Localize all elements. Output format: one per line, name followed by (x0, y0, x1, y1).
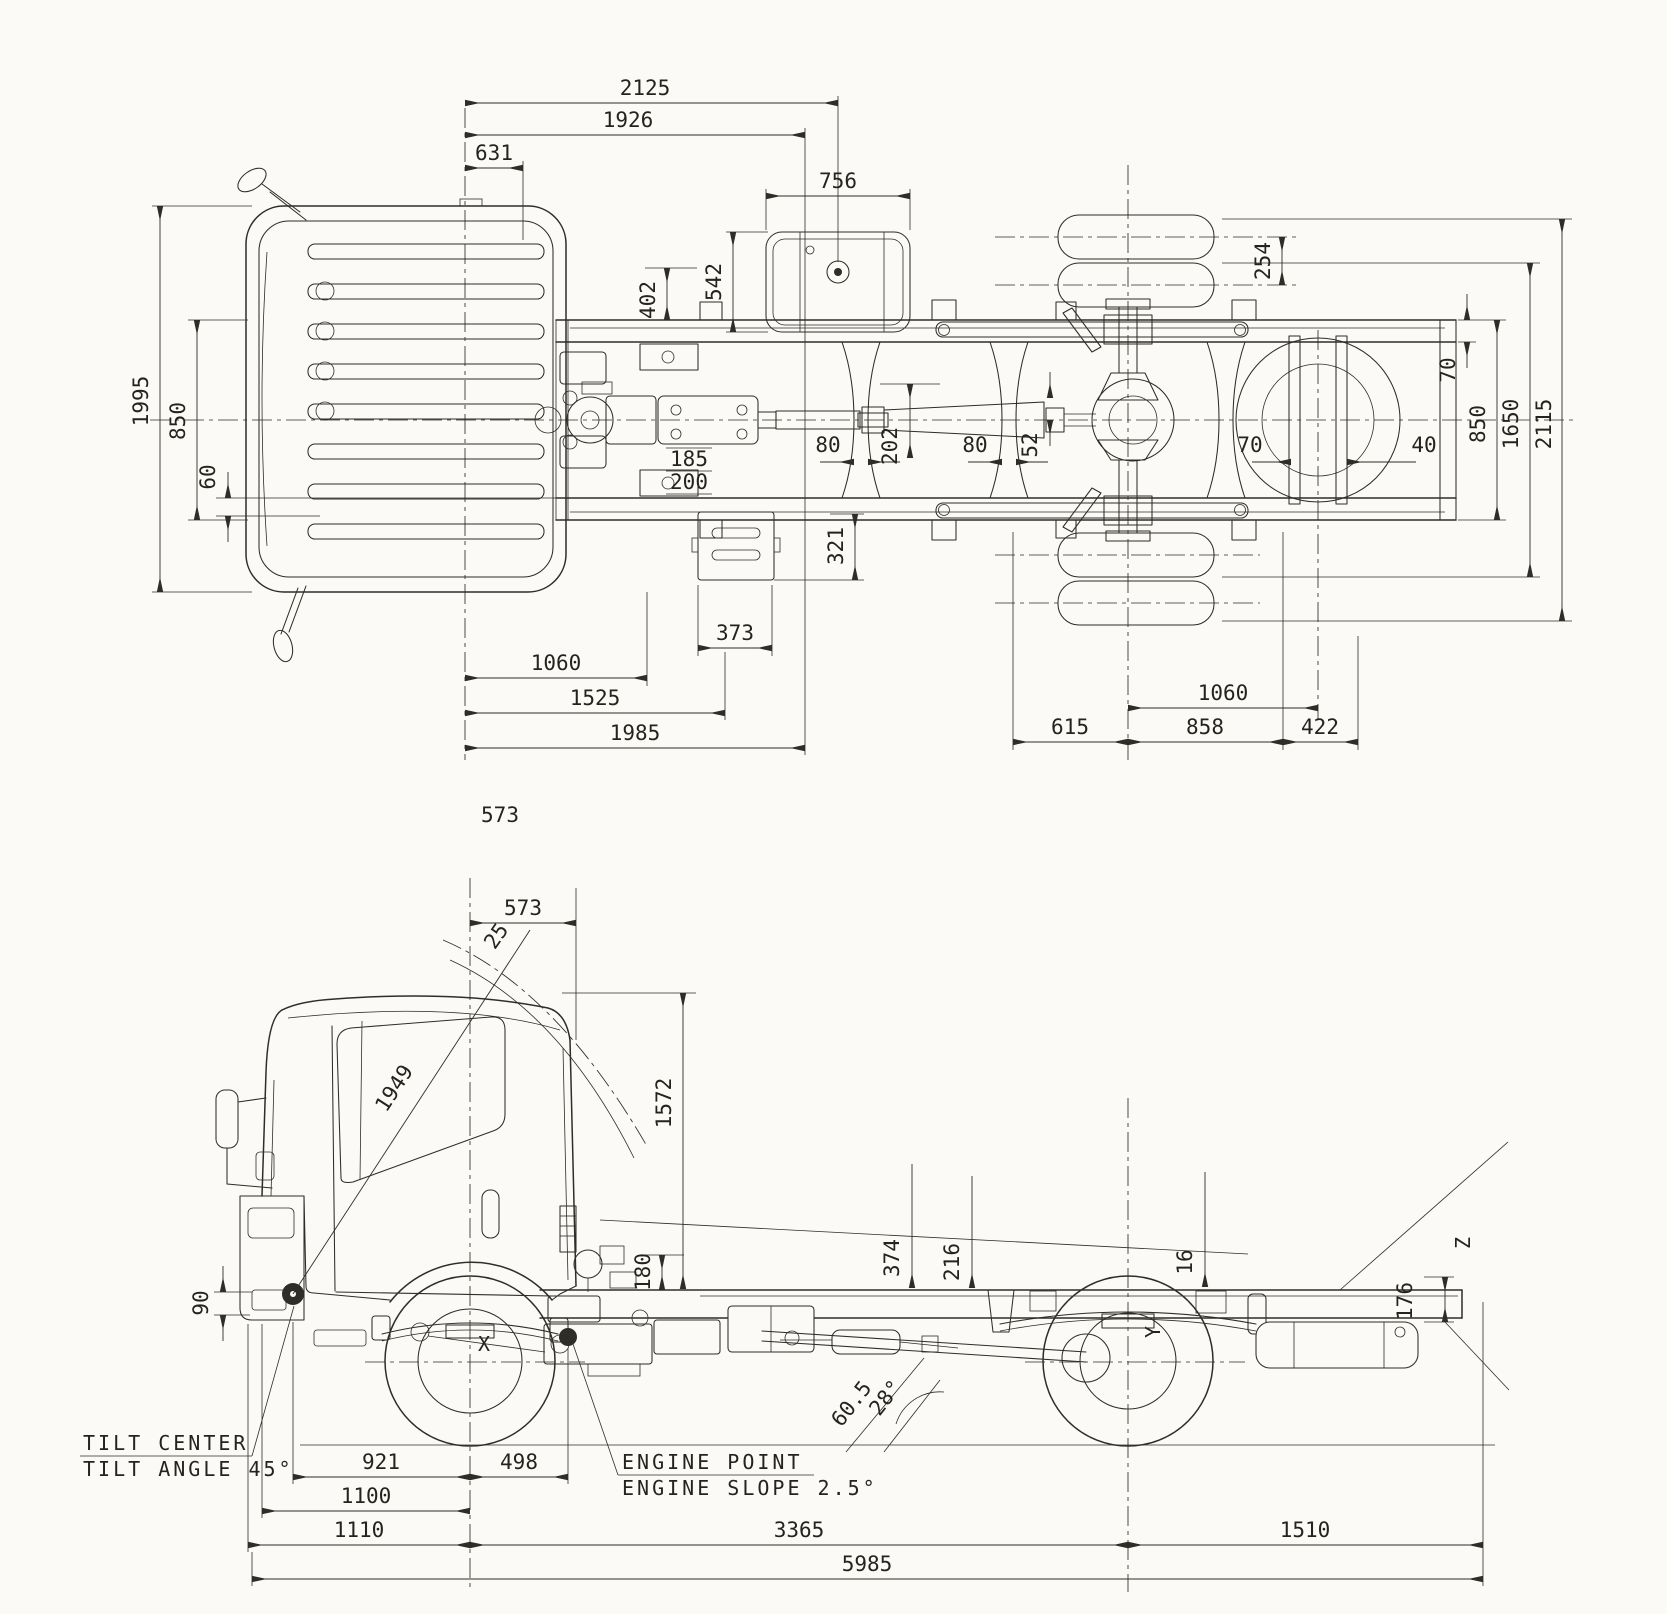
dim-422: 422 (1301, 715, 1339, 739)
exhaust-side (780, 1329, 959, 1355)
driveshaft-side (761, 1330, 1111, 1383)
dim-60: 60 (196, 464, 220, 489)
dim-25: 25 (479, 919, 513, 953)
dim-498: 498 (500, 1450, 538, 1474)
axle-label-x: X (478, 1332, 490, 1356)
leaf-springs-plan (935, 314, 1249, 526)
cab-side (215, 995, 577, 1347)
dim-631: 631 (475, 141, 513, 165)
dim-615: 615 (1051, 715, 1089, 739)
dim-1510: 1510 (1280, 1518, 1331, 1542)
spare-tire-plan (1235, 335, 1401, 505)
rear-wheel-side (1042, 1275, 1214, 1447)
rear-axle-plan (1062, 298, 1175, 542)
engine-plan (534, 343, 699, 497)
side-dimension-labels: 573 25 1949 1572 90 180 374 216 16 176 6… (189, 896, 1475, 1576)
dim-16: 16 (1173, 1249, 1197, 1274)
rear-suspension-side (987, 1289, 1267, 1335)
frame-side (539, 1219, 1463, 1319)
dim-52: 52 (1018, 432, 1042, 457)
dim-1650: 1650 (1499, 399, 1523, 450)
dim-202: 202 (878, 427, 902, 465)
dim-185: 185 (670, 447, 708, 471)
breakover-geometry (845, 1357, 945, 1453)
engine-point-note: ENGINE POINT (622, 1450, 803, 1474)
dim-373: 373 (716, 621, 754, 645)
dim-1525: 1525 (570, 686, 621, 710)
dim-3365: 3365 (774, 1518, 825, 1542)
tilt-angle-note: TILT ANGLE 45° (83, 1457, 294, 1481)
dim-80-front: 80 (815, 433, 840, 457)
dim-374: 374 (880, 1239, 904, 1277)
note-573: 573 (481, 803, 519, 827)
top-view: 2125 1926 631 756 542 402 1995 850 60 18… (129, 76, 1575, 827)
rear-angle-geometry (1339, 1141, 1510, 1391)
dim-756: 756 (819, 169, 857, 193)
dim-70-frame: 70 (1436, 357, 1460, 382)
dim-1949: 1949 (370, 1060, 418, 1115)
rear-tires-plan (1057, 214, 1215, 626)
cab-plan (237, 167, 567, 663)
mirror-plan-bottom (272, 585, 307, 663)
engine-slope-note: ENGINE SLOPE 2.5° (622, 1476, 878, 1500)
side-view: TILT CENTER TILT ANGLE 45° ENGINE POINT … (80, 878, 1510, 1592)
dim-254: 254 (1251, 242, 1275, 280)
battery-box-plan (691, 511, 781, 581)
dim-200: 200 (670, 470, 708, 494)
axle-label-y: Y (1141, 1326, 1165, 1338)
dim-5985: 5985 (842, 1552, 893, 1576)
fuel-tank-side (1255, 1321, 1419, 1369)
dim-180: 180 (631, 1253, 655, 1291)
engine-side (543, 1295, 721, 1377)
dim-216: 216 (940, 1243, 964, 1281)
dim-90: 90 (189, 1290, 213, 1315)
behind-cab-equipment (559, 1205, 637, 1292)
dim-850-right: 850 (1466, 405, 1490, 443)
top-centerlines (150, 108, 1575, 760)
side-dimension-lines (219, 919, 1483, 1583)
top-dimension-lines (156, 99, 1566, 752)
side-centerlines (365, 878, 1245, 1592)
dim-40-spare: 40 (1411, 433, 1436, 457)
dim-573: 573 (504, 896, 542, 920)
dim-2125: 2125 (620, 76, 671, 100)
top-dimension-labels: 2125 1926 631 756 542 402 1995 850 60 18… (129, 76, 1556, 827)
dim-321: 321 (824, 527, 848, 565)
dim-1060-front: 1060 (531, 651, 582, 675)
driveline-plan (657, 395, 1096, 445)
dim-402: 402 (636, 281, 660, 319)
front-suspension-side (371, 1315, 569, 1353)
tilt-center-note: TILT CENTER (83, 1431, 248, 1455)
mirror-side (215, 1089, 273, 1189)
angle-label-z: Z (1451, 1237, 1475, 1249)
door-handle (481, 1189, 500, 1239)
dim-1100: 1100 (341, 1484, 392, 1508)
dim-921: 921 (362, 1450, 400, 1474)
top-extension-lines (152, 96, 1572, 755)
dim-80-rear: 80 (962, 433, 987, 457)
dim-176: 176 (1393, 1282, 1417, 1320)
side-notes: TILT CENTER TILT ANGLE 45° ENGINE POINT … (80, 1305, 878, 1500)
dim-1985: 1985 (610, 721, 661, 745)
dim-1060-rear: 1060 (1198, 681, 1249, 705)
dim-70-spare: 70 (1237, 433, 1262, 457)
cab-roof-ribs (307, 243, 545, 540)
front-wheel-side (384, 1275, 556, 1447)
mirror-plan-top (237, 167, 307, 221)
dim-542: 542 (702, 263, 726, 301)
dim-1572: 1572 (652, 1078, 676, 1129)
dim-1926: 1926 (603, 108, 654, 132)
dim-2115: 2115 (1532, 399, 1556, 450)
dim-850-left: 850 (166, 402, 190, 440)
dim-28: 28° (864, 1375, 906, 1420)
frame-brackets (699, 299, 1257, 541)
tilt-geometry (292, 929, 649, 1295)
dim-858: 858 (1186, 715, 1224, 739)
dim-1995: 1995 (129, 376, 153, 427)
dim-1110: 1110 (334, 1518, 385, 1542)
